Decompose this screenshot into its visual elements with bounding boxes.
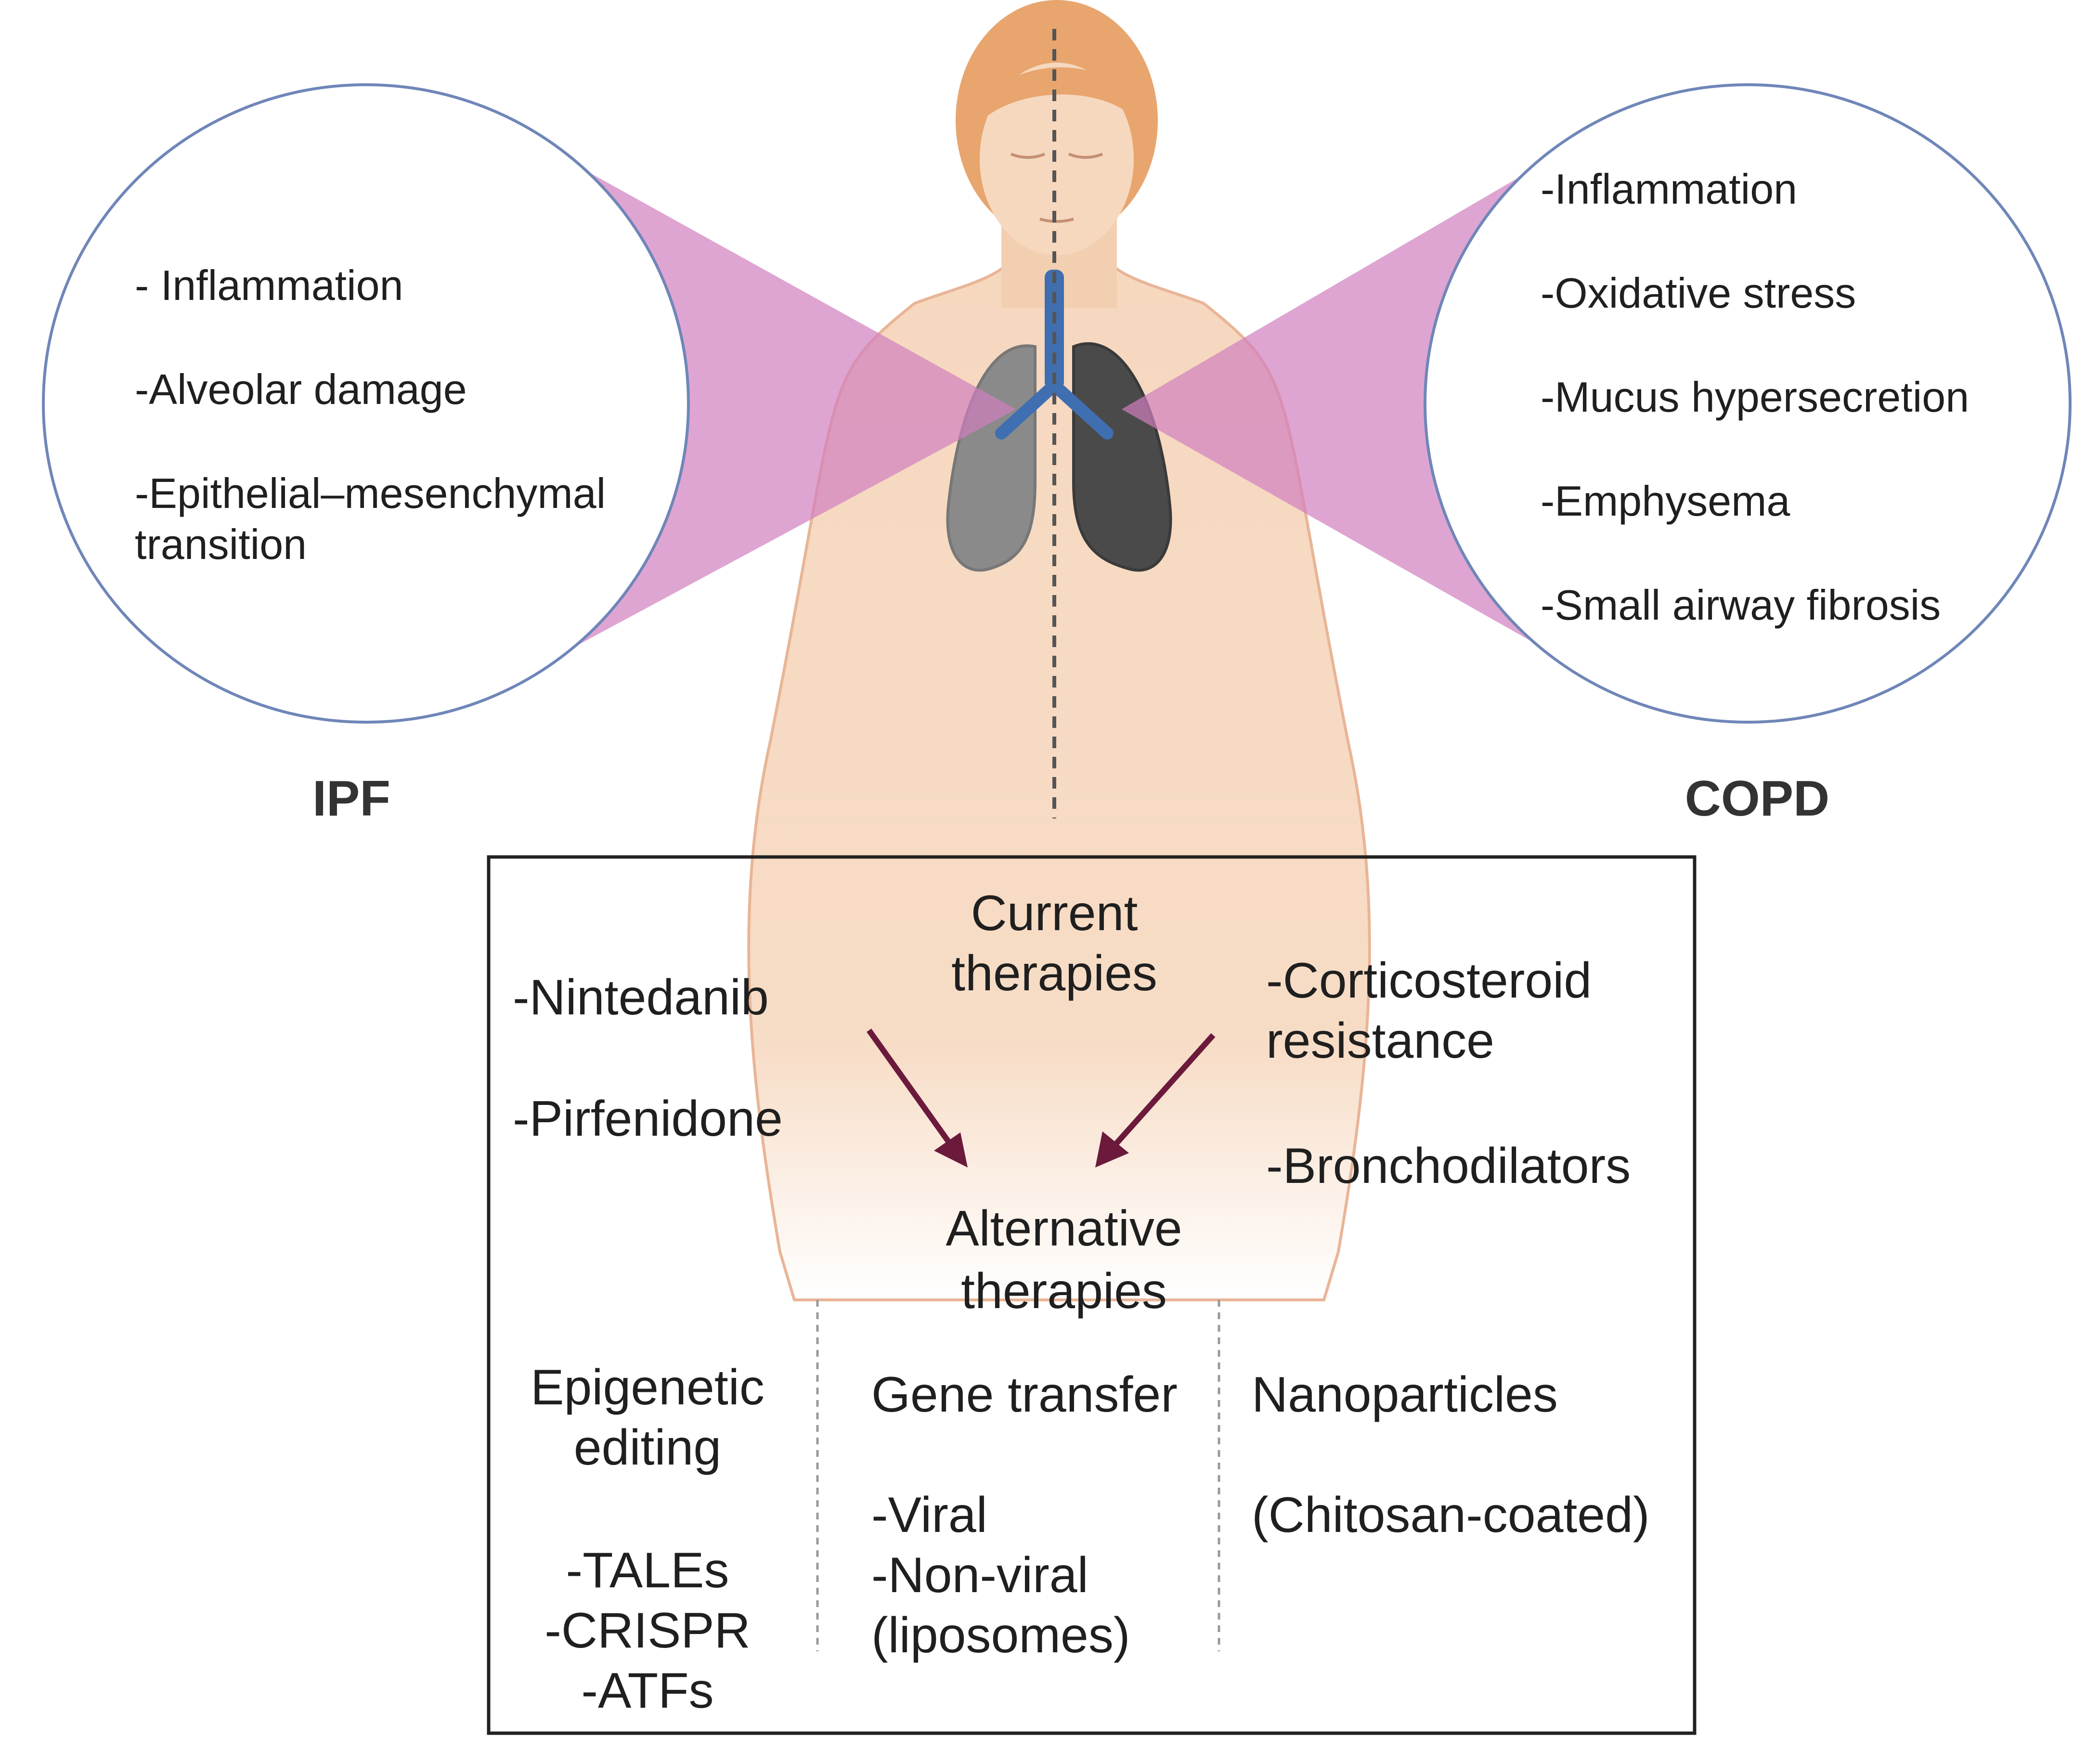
circle-ipf (42, 83, 690, 724)
copd-drug-1: -Corticosteroid (1266, 953, 1592, 1009)
bronchi (995, 379, 1114, 440)
ipf-feature-2: -Alveolar damage (135, 365, 467, 413)
nanoparticles-title: Nanoparticles (1252, 1367, 1558, 1423)
ipf-feature-1: - Inflammation (135, 261, 403, 309)
ipf-drug-1: -Nintedanib (513, 970, 769, 1025)
ipf-feature-3-cont: transition (135, 520, 307, 568)
mouth (1039, 218, 1074, 223)
gene-transfer-title: Gene transfer (871, 1367, 1178, 1423)
epigenetic-title-line-1: Epigenetic (531, 1360, 764, 1415)
hair-fringe (977, 67, 1141, 125)
eye-left (1010, 153, 1046, 159)
copd-drug-2: -Bronchodilators (1266, 1138, 1631, 1194)
copd-feature-5: -Small airway fibrosis (1541, 581, 1941, 629)
epigenetic-item-1: -TALEs (566, 1543, 729, 1598)
ipf-feature-3: -Epithelial–mesenchymal (135, 469, 606, 517)
current-therapies-title-line-2: therapies (951, 946, 1157, 1001)
arrow-right-head (1095, 1131, 1129, 1167)
current-therapies-title-line-1: Current (971, 885, 1138, 941)
copd-feature-3: -Mucus hypersecretion (1541, 373, 1969, 421)
circle-copd (1424, 83, 2072, 724)
arrow-right (1110, 1033, 1216, 1150)
ipf-label: IPF (312, 771, 390, 827)
face (980, 63, 1134, 255)
copd-label: COPD (1684, 771, 1830, 827)
arrow-left (867, 1028, 956, 1150)
epigenetic-title-line-2: editing (573, 1420, 722, 1476)
gene-transfer-item-1: -Viral (871, 1487, 987, 1543)
epigenetic-item-2: -CRISPR (544, 1603, 751, 1659)
copd-feature-1: -Inflammation (1541, 165, 1798, 213)
gene-transfer-item-3: (liposomes) (871, 1608, 1130, 1663)
gene-transfer-item-2: -Non-viral (871, 1547, 1088, 1603)
alternative-therapies-title-line-2: therapies (961, 1263, 1167, 1319)
copd-feature-4: -Emphysema (1541, 477, 1790, 525)
lung-right (1072, 342, 1172, 572)
eye-right (1068, 153, 1103, 159)
therapy-box (487, 855, 1697, 1735)
trachea (1045, 270, 1064, 390)
lung-left (946, 344, 1037, 572)
copd-drug-1-cont: resistance (1266, 1013, 1494, 1069)
epigenetic-item-3: -ATFs (581, 1663, 714, 1719)
arrow-left-head (934, 1132, 968, 1167)
alternative-therapies-title-line-1: Alternative (946, 1201, 1182, 1257)
cone-right (1122, 166, 1538, 645)
ipf-drug-2: -Pirfenidone (513, 1091, 783, 1147)
copd-feature-2: -Oxidative stress (1541, 269, 1856, 317)
nanoparticles-item-1: (Chitosan-coated) (1252, 1487, 1650, 1543)
cone-left (578, 166, 1016, 645)
